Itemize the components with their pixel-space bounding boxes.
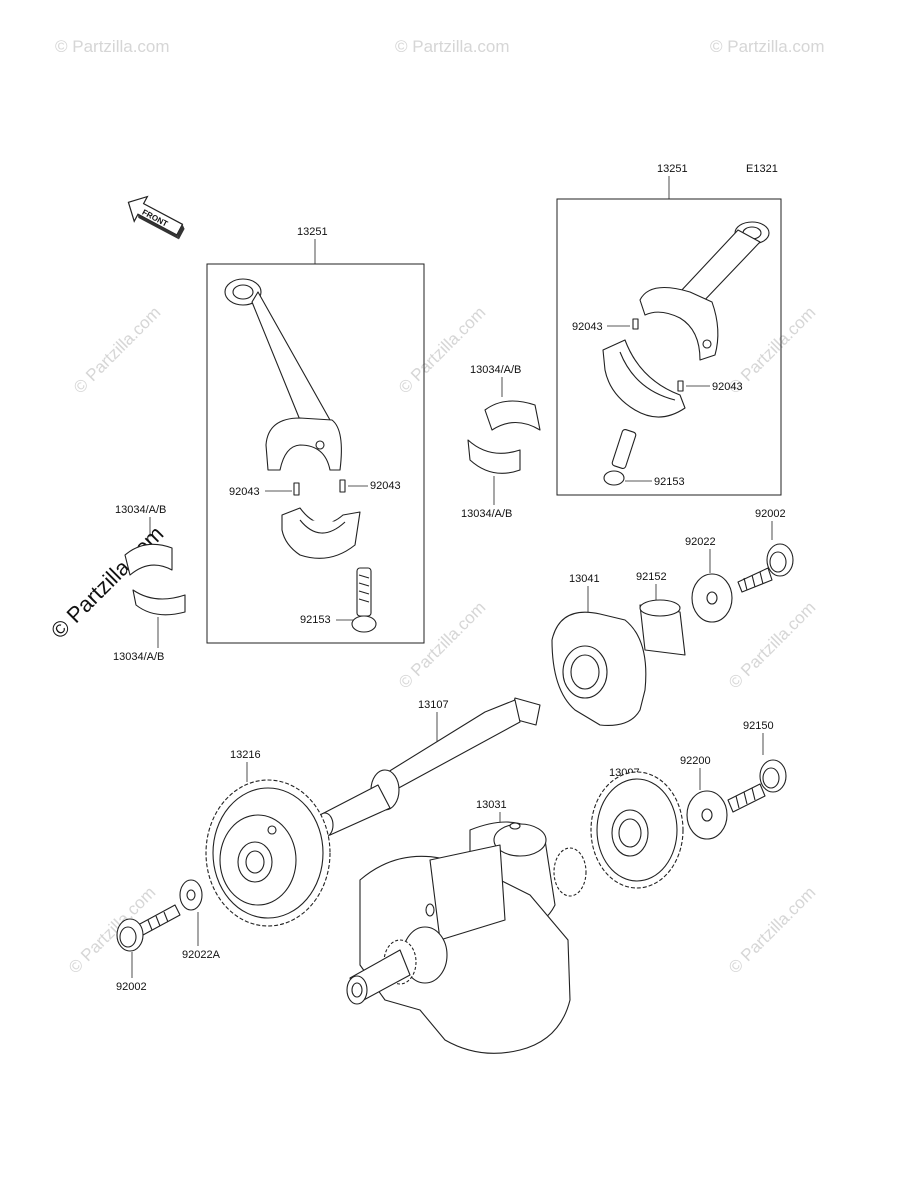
label-92043: 92043 [572, 321, 603, 333]
label-13034-a-b: 13034/A/B [115, 504, 166, 516]
label-92022: 92022 [685, 536, 716, 548]
label-92002: 92002 [755, 508, 786, 520]
watermark: © Partzilla.com [725, 598, 819, 692]
connecting-rod-right [639, 221, 770, 361]
label-13034-a-b: 13034/A/B [461, 508, 512, 520]
crankshaft [346, 821, 587, 1054]
clutch-housing [551, 611, 647, 726]
flange-bolt [727, 759, 787, 813]
cap-bolt-right [603, 428, 637, 486]
watermark: © Partzilla.com [70, 303, 164, 397]
watermark: © Partzilla.com [725, 883, 819, 977]
dowel-pin [339, 479, 346, 493]
balancer-shaft [316, 697, 541, 838]
connecting-rod-left [224, 278, 342, 471]
front-arrow-icon: FRONT [127, 195, 185, 240]
flange-bolt [737, 543, 794, 593]
watermark-large: © Partzilla.com [46, 521, 169, 644]
label-13034-a-b: 13034/A/B [470, 364, 521, 376]
rod-cap-right [602, 339, 686, 418]
label-92022a: 92022A [182, 949, 221, 961]
label-92150: 92150 [743, 720, 774, 732]
watermark: © Partzilla.com [395, 598, 489, 692]
label-92043: 92043 [370, 480, 401, 492]
label-92153: 92153 [654, 476, 685, 488]
label-13251-right: 13251 [657, 163, 688, 175]
dowel-pin [632, 318, 639, 330]
label-13034-a-b: 13034/A/B [113, 651, 164, 663]
rod-cap-left [281, 507, 361, 559]
flange-bolt [116, 904, 181, 952]
dowel-pin [293, 482, 300, 496]
bearing-shell-upper-left [124, 543, 173, 576]
watermark: © Partzilla.com [710, 37, 825, 56]
bearing-shell-upper [484, 400, 541, 431]
watermark: © Partzilla.com [55, 37, 170, 56]
washer [691, 573, 733, 623]
label-13107: 13107 [418, 699, 449, 711]
diagram-code: E1321 [746, 163, 778, 175]
balancer-gear [205, 779, 331, 927]
label-13251-left: 13251 [297, 226, 328, 238]
dowel-pin [677, 380, 684, 392]
label-13216: 13216 [230, 749, 261, 761]
watermark: © Partzilla.com [395, 37, 510, 56]
label-13031: 13031 [476, 799, 507, 811]
washer [686, 790, 728, 840]
collar [639, 599, 686, 656]
con-rod-box-left [206, 263, 425, 644]
label-92043: 92043 [712, 381, 743, 393]
label-92002: 92002 [116, 981, 147, 993]
bearing-shell-lower-left [132, 589, 186, 616]
crank-gear [590, 771, 684, 889]
label-92152: 92152 [636, 571, 667, 583]
washer [179, 879, 203, 911]
cap-bolt-left [351, 567, 377, 633]
label-92200: 92200 [680, 755, 711, 767]
label-13041: 13041 [569, 573, 600, 585]
label-92153: 92153 [300, 614, 331, 626]
watermark: © Partzilla.com [395, 303, 489, 397]
label-92043: 92043 [229, 486, 260, 498]
bearing-shell-lower [467, 439, 521, 474]
